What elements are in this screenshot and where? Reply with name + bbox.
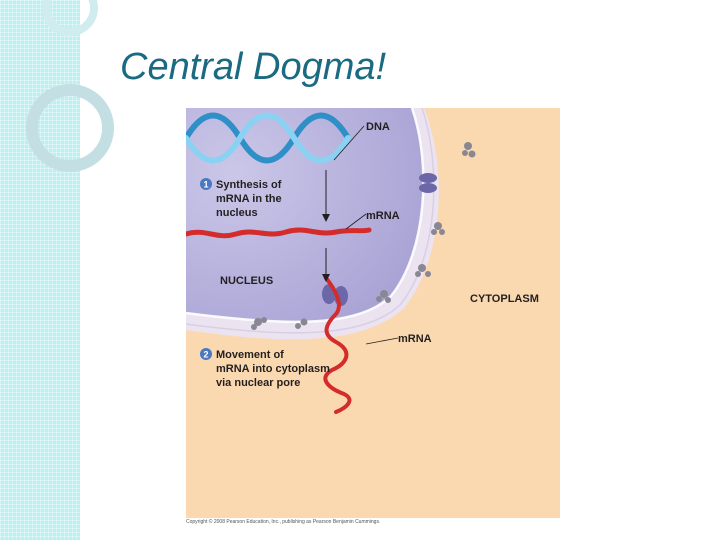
label-mrna-nucleus: mRNA xyxy=(366,210,400,222)
label-cytoplasm: CYTOPLASM xyxy=(470,293,539,305)
step-1-number: 1 xyxy=(203,180,208,190)
label-mrna-cytoplasm: mRNA xyxy=(398,333,432,345)
label-dna: DNA xyxy=(366,121,390,133)
step-2-line-2: mRNA into cytoplasm xyxy=(216,363,330,375)
dna-double-helix xyxy=(186,112,351,164)
flow-arrows xyxy=(322,170,330,282)
step-1: 1 Synthesis of mRNA in the nucleus xyxy=(200,178,282,219)
figure-credit: Copyright © 2008 Pearson Education, Inc.… xyxy=(186,519,381,525)
nuclear-pore-upper xyxy=(419,173,437,193)
mrna-strand-cytoplasm xyxy=(323,276,352,414)
step-2-number: 2 xyxy=(203,350,208,360)
step-1-line-3: nucleus xyxy=(216,207,258,219)
central-dogma-figure: DNA mRNA NUCLEUS CYTOPLASM mRNA 1 Synthe… xyxy=(186,108,560,518)
step-2-line-3: via nuclear pore xyxy=(216,377,300,389)
mrna-strand-nucleus xyxy=(186,227,372,239)
decorative-circles xyxy=(26,0,114,172)
step-1-line-2: mRNA in the xyxy=(216,193,282,205)
step-1-line-1: Synthesis of xyxy=(216,179,282,191)
step-2: 2 Movement of mRNA into cytoplasm via nu… xyxy=(200,348,330,389)
label-nucleus: NUCLEUS xyxy=(220,275,273,287)
step-1-badge xyxy=(200,178,212,190)
step-2-line-1: Movement of xyxy=(216,349,284,361)
nucleus-region xyxy=(186,108,424,322)
ribosome-clusters xyxy=(251,142,476,330)
slide-title: Central Dogma! xyxy=(120,46,387,88)
step-2-badge xyxy=(200,348,212,360)
leader-lines xyxy=(333,125,399,345)
